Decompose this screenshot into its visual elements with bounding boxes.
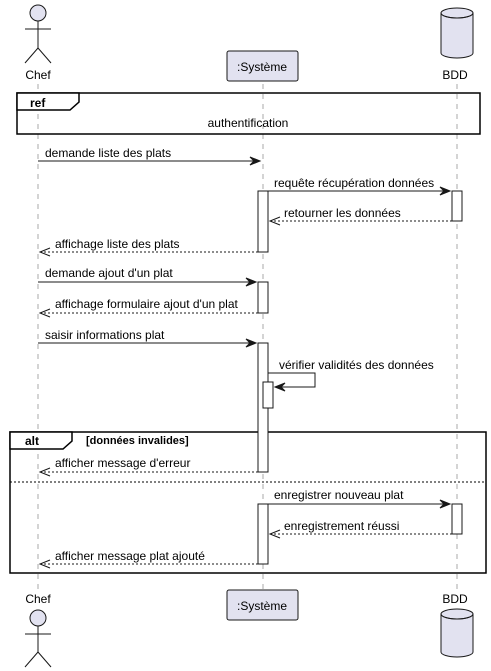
message-label: demande ajout d'un plat bbox=[45, 266, 173, 280]
participant-label-bdd: BDD bbox=[442, 68, 468, 82]
message-label: afficher message d'erreur bbox=[55, 456, 190, 470]
participant-label-bdd: BDD bbox=[442, 592, 468, 606]
message-saisir-informations: saisir informations plat bbox=[38, 328, 258, 348]
message-label: enregistrement réussi bbox=[284, 519, 399, 533]
alt-guard: [données invalides] bbox=[86, 435, 189, 447]
message-label: vérifier validités des données bbox=[279, 358, 434, 372]
message-requete-recuperation: requête récupération données bbox=[268, 176, 452, 196]
message-demande-liste: demande liste des plats bbox=[38, 146, 262, 166]
alt-frame: alt [données invalides] bbox=[9, 431, 487, 574]
message-label: retourner les données bbox=[284, 206, 401, 220]
activation-bdd-2 bbox=[451, 503, 463, 535]
message-enregistrer-nouveau: enregistrer nouveau plat bbox=[268, 488, 452, 509]
ref-frame: ref authentification bbox=[16, 92, 481, 135]
message-verifier-validites: vérifier validités des données bbox=[268, 358, 434, 392]
participant-label-systeme: :Système bbox=[237, 599, 287, 613]
message-afficher-erreur: afficher message d'erreur bbox=[38, 456, 258, 477]
message-retourner-donnees: retourner les données bbox=[268, 206, 452, 226]
message-enregistrement-reussi: enregistrement réussi bbox=[268, 519, 452, 539]
database-bdd-top: BDD bbox=[440, 7, 474, 82]
database-icon bbox=[440, 13, 474, 59]
participant-systeme-bottom: :Système bbox=[226, 589, 299, 621]
actor-chef-top: Chef bbox=[24, 4, 52, 82]
actor-chef-bottom: Chef bbox=[24, 592, 52, 668]
participant-systeme-top: :Système bbox=[226, 50, 299, 82]
database-bdd-bottom: BDD bbox=[440, 592, 474, 658]
message-affichage-liste: affichage liste des plats bbox=[38, 237, 258, 257]
ref-label: authentification bbox=[208, 116, 289, 130]
message-label: enregistrer nouveau plat bbox=[274, 488, 404, 502]
message-demande-ajout: demande ajout d'un plat bbox=[38, 266, 258, 287]
activation-systeme-self bbox=[262, 381, 274, 409]
message-affichage-formulaire: affichage formulaire ajout d'un plat bbox=[38, 297, 258, 318]
activation-systeme-4 bbox=[257, 503, 269, 565]
database-icon bbox=[440, 614, 474, 658]
alt-tag: alt bbox=[25, 434, 39, 448]
activation-bdd-1 bbox=[451, 190, 463, 222]
activation-systeme-1 bbox=[257, 190, 269, 253]
message-label: affichage liste des plats bbox=[55, 237, 180, 251]
message-label: afficher message plat ajouté bbox=[55, 549, 205, 563]
participant-label-chef: Chef bbox=[25, 68, 51, 82]
message-label: requête récupération données bbox=[274, 176, 434, 190]
message-label: affichage formulaire ajout d'un plat bbox=[55, 297, 239, 311]
message-label: demande liste des plats bbox=[45, 146, 171, 160]
message-afficher-plat-ajoute: afficher message plat ajouté bbox=[38, 549, 258, 569]
actor-head-icon bbox=[29, 4, 47, 22]
message-label: saisir informations plat bbox=[45, 328, 165, 342]
activation-systeme-2 bbox=[257, 281, 269, 314]
participant-label-chef: Chef bbox=[25, 592, 51, 606]
participant-label-systeme: :Système bbox=[237, 60, 287, 74]
actor-head-icon bbox=[29, 609, 47, 627]
ref-tag: ref bbox=[30, 96, 46, 110]
